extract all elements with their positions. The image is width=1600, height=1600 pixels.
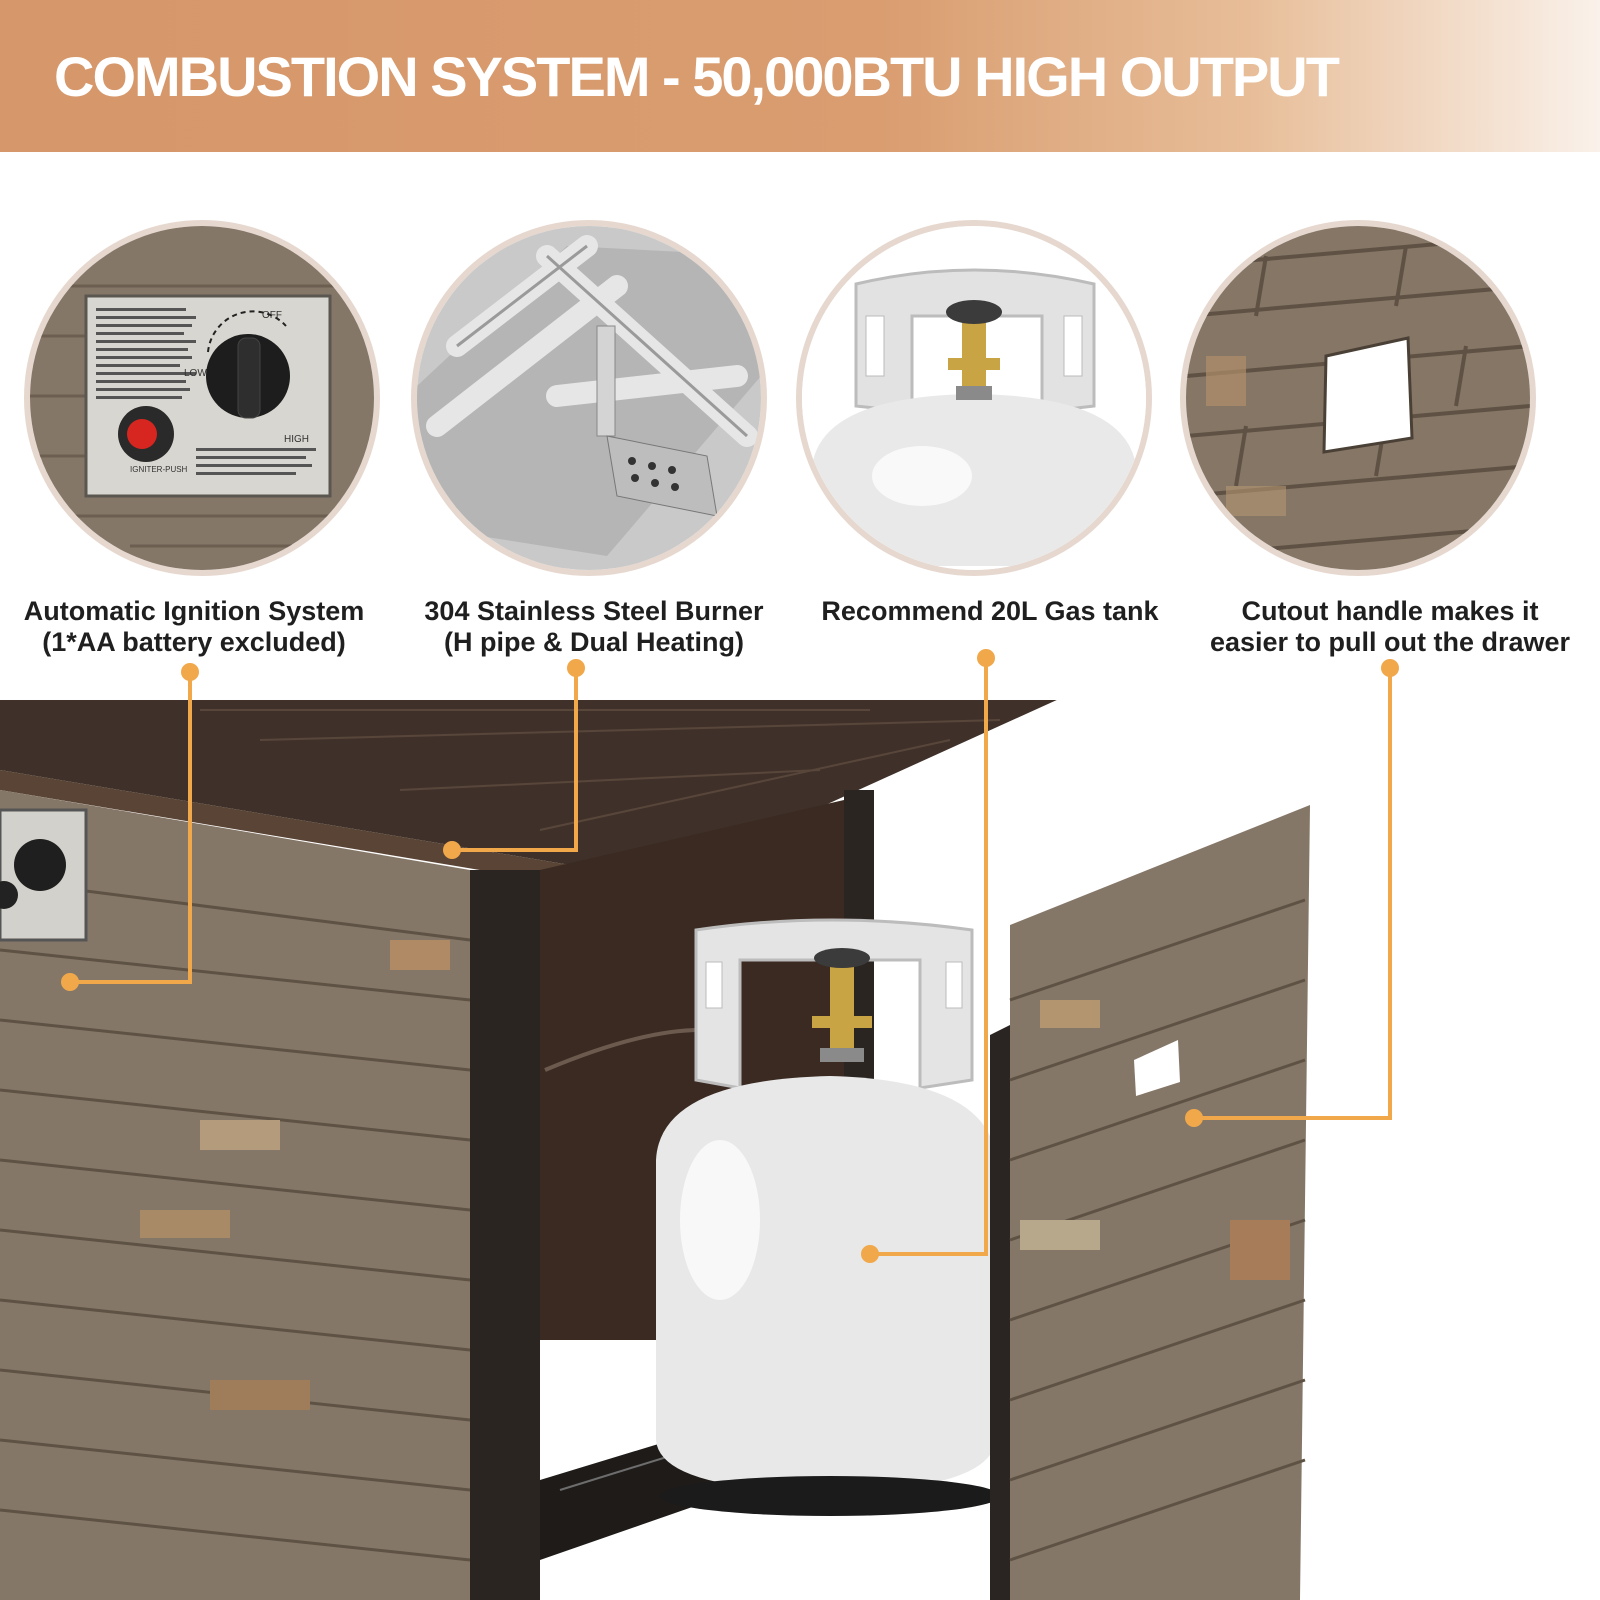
panel-low-label: LOW <box>184 368 207 379</box>
callout-dot <box>1381 659 1399 677</box>
caption-ignition: Automatic Ignition System (1*AA battery … <box>23 596 365 657</box>
caption-cutout: Cutout handle makes it easier to pull ou… <box>1209 596 1571 657</box>
control-knob-icon <box>206 334 290 419</box>
title-banner: COMBUSTION SYSTEM - 50,000BTU HIGH OUTPU… <box>0 0 1600 152</box>
callout-dot <box>977 649 995 667</box>
fire-pit-table-illustration <box>0 700 1310 1600</box>
callout-dot <box>567 659 585 677</box>
page-title: COMBUSTION SYSTEM - 50,000BTU HIGH OUTPU… <box>54 45 1340 108</box>
igniter-button-icon <box>118 406 174 462</box>
stone-wall-left <box>0 790 470 1600</box>
ignition-panel-image: OFF LOW HIGH IGNITER-PUSH <box>24 220 380 576</box>
cutout-handle-image <box>1180 220 1536 576</box>
cutout-handle <box>1134 1040 1180 1096</box>
caption-gas-tank: Recommend 20L Gas tank <box>821 596 1159 626</box>
callout-dot <box>181 663 199 681</box>
drawer-door <box>1010 805 1310 1600</box>
cutout-icon <box>1322 336 1414 454</box>
gas-tank-image <box>796 220 1152 576</box>
panel-high-label: HIGH <box>284 434 309 445</box>
burner-image <box>411 220 767 576</box>
valve-icon <box>946 300 1002 400</box>
panel-igniter-label: IGNITER-PUSH <box>130 465 188 474</box>
caption-burner: 304 Stainless Steel Burner (H pipe & Dua… <box>424 596 764 657</box>
